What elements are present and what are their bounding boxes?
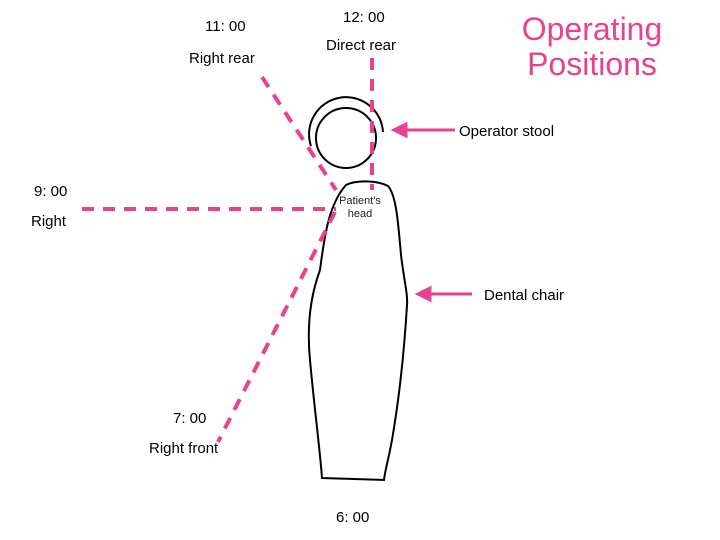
- nine-oclock-name: Right: [31, 213, 67, 230]
- position-lines: [82, 58, 374, 443]
- seven-oclock-name: Right front: [149, 440, 219, 457]
- diagram-title: Operating Positions: [512, 12, 672, 82]
- operator-stool-label: Operator stool: [459, 123, 555, 140]
- title-line-1: Operating: [521, 11, 663, 47]
- eleven-oclock-time: 11: 00: [205, 18, 246, 35]
- patients-head-label: Patient's head: [331, 195, 389, 221]
- seven-oclock-time: 7: 00: [173, 410, 207, 427]
- operator-stool: [308, 96, 384, 169]
- nine-oclock-time: 9: 00: [34, 183, 68, 200]
- dental-chair-outline: [307, 180, 409, 482]
- seven-oclock-line: [216, 211, 337, 443]
- patients-head-label-line-2: head: [347, 208, 373, 220]
- operator-stool-outer-ring: [308, 96, 384, 147]
- callout-arrows: [390, 121, 472, 303]
- eleven-oclock-line: [260, 75, 338, 192]
- dental-chair-label: Dental chair: [484, 287, 565, 304]
- operator-stool-inner-circle: [315, 107, 377, 169]
- twelve-oclock-time: 12: 00: [343, 9, 385, 26]
- twelve-oclock-name: Direct rear: [326, 37, 397, 54]
- six-oclock-time: 6: 00: [336, 509, 370, 526]
- patients-head-label-line-1: Patient's: [339, 195, 381, 207]
- eleven-oclock-name: Right rear: [189, 50, 255, 67]
- dental-chair-arrowhead: [414, 285, 432, 303]
- operator-stool-arrowhead: [390, 121, 408, 139]
- title-line-2: Positions: [527, 46, 657, 82]
